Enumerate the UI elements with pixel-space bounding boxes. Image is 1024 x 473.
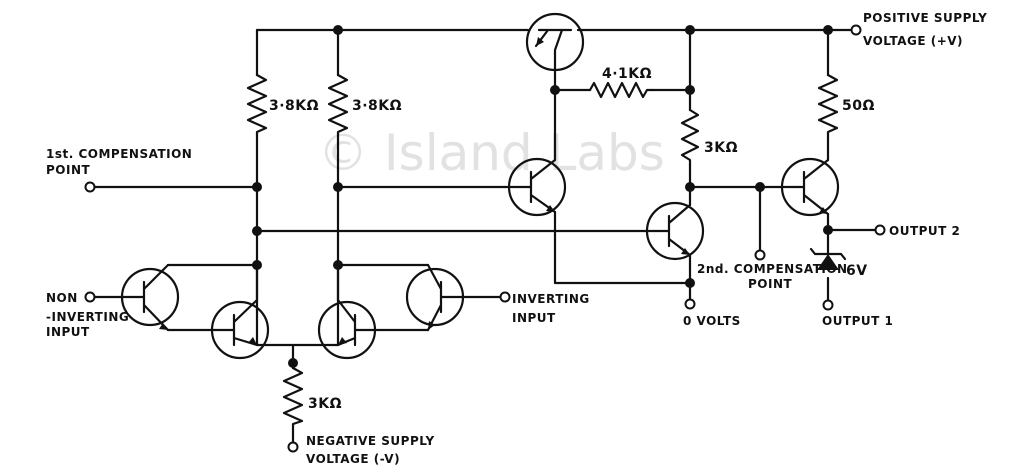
label-comp2-1: 2nd. COMPENSATION bbox=[697, 262, 848, 276]
label-positive-supply-1: POSITIVE SUPPLY bbox=[863, 11, 987, 25]
label-output-1: OUTPUT 1 bbox=[822, 314, 893, 328]
transistor-q1 bbox=[116, 263, 180, 332]
label-comp2-2: POINT bbox=[748, 277, 793, 291]
label-zero-volts: 0 VOLTS bbox=[683, 314, 741, 328]
value-r-top: 4·1KΩ bbox=[602, 66, 652, 82]
label-comp1-2: POINT bbox=[46, 163, 91, 177]
label-noninv-1: NON bbox=[46, 291, 78, 305]
label-comp1-1: 1st. COMPENSATION bbox=[46, 147, 192, 161]
value-zener: 6V bbox=[846, 263, 868, 279]
resistor-r-mid bbox=[327, 73, 349, 137]
zener-diode bbox=[809, 245, 847, 270]
label-positive-supply-2: VOLTAGE (+V) bbox=[863, 34, 963, 48]
wires bbox=[93, 28, 877, 444]
terminal-output-2 bbox=[874, 224, 886, 236]
resistor-r-out bbox=[817, 73, 839, 137]
transistor-q-mid bbox=[503, 148, 567, 217]
label-inv-1: INVERTING bbox=[512, 292, 590, 306]
label-inv-2: INPUT bbox=[512, 311, 556, 325]
terminal-inverting-input bbox=[499, 291, 511, 303]
terminal-second-compensation bbox=[754, 249, 766, 261]
resistor-r-left bbox=[246, 73, 268, 137]
resistor-r-top bbox=[588, 81, 654, 99]
terminal-positive-supply bbox=[850, 24, 862, 36]
label-negative-supply-1: NEGATIVE SUPPLY bbox=[306, 434, 435, 448]
transistor-q3 bbox=[317, 263, 377, 360]
value-r-right-mid: 3KΩ bbox=[704, 140, 738, 156]
terminal-first-compensation bbox=[84, 181, 96, 193]
terminal-output-1 bbox=[822, 299, 834, 311]
transistor-q2 bbox=[210, 263, 270, 360]
terminal-non-inverting-input bbox=[84, 291, 96, 303]
value-r-mid: 3·8KΩ bbox=[352, 98, 402, 114]
watermark: © Island Labs bbox=[318, 124, 665, 182]
resistor-r-right-mid bbox=[680, 108, 700, 167]
label-output-2: OUTPUT 2 bbox=[889, 224, 960, 238]
label-negative-supply-2: VOLTAGE (-V) bbox=[306, 452, 400, 466]
transistor-q-top-pnp bbox=[525, 12, 585, 72]
transistor-q-out bbox=[780, 157, 840, 217]
label-noninv-3: INPUT bbox=[46, 325, 90, 339]
value-r-tail: 3KΩ bbox=[308, 396, 342, 412]
value-r-left: 3·8KΩ bbox=[269, 98, 319, 114]
resistor-r-tail bbox=[282, 366, 304, 430]
terminal-zero-volts bbox=[684, 298, 696, 310]
value-r-out: 50Ω bbox=[842, 98, 875, 114]
junction-dots bbox=[252, 25, 833, 368]
transistor-q-right bbox=[643, 201, 705, 261]
terminal-negative-supply bbox=[287, 441, 299, 453]
transistor-q4 bbox=[405, 263, 465, 332]
label-noninv-2: -INVERTING bbox=[46, 310, 129, 324]
